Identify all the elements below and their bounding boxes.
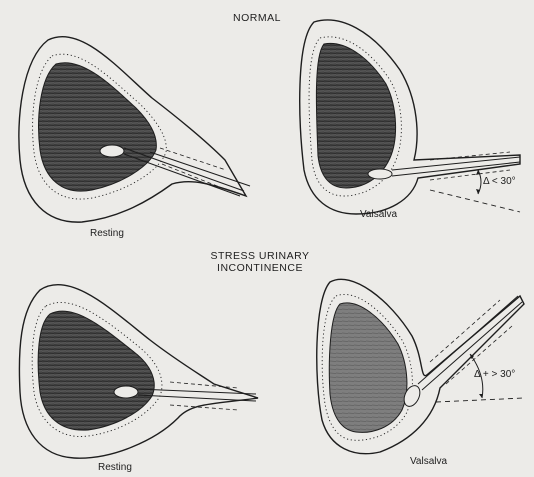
heading-incontinence: INCONTINENCE bbox=[200, 262, 320, 274]
label-normal-valsalva: Valsalva bbox=[360, 209, 397, 221]
heading-normal: NORMAL bbox=[222, 12, 292, 24]
panel-sui-resting bbox=[19, 285, 258, 459]
resting-reference-line bbox=[430, 190, 520, 212]
label-normal-resting: Resting bbox=[90, 228, 124, 240]
angle-label-normal: Δ < 30° bbox=[483, 176, 516, 188]
heading-stress-urinary: STRESS URINARY bbox=[200, 250, 320, 262]
resting-reference-line bbox=[436, 398, 524, 402]
arrowhead-icon bbox=[476, 170, 480, 194]
panel-sui-valsalva bbox=[317, 279, 524, 453]
bladder-neck bbox=[368, 169, 392, 179]
label-sui-resting: Resting bbox=[98, 462, 132, 474]
bladder-neck bbox=[114, 386, 138, 398]
panel-normal-resting bbox=[19, 37, 250, 223]
label-sui-valsalva: Valsalva bbox=[410, 456, 447, 468]
angle-label-sui: Δ + > 30° bbox=[474, 369, 515, 381]
bladder-neck bbox=[100, 145, 124, 157]
